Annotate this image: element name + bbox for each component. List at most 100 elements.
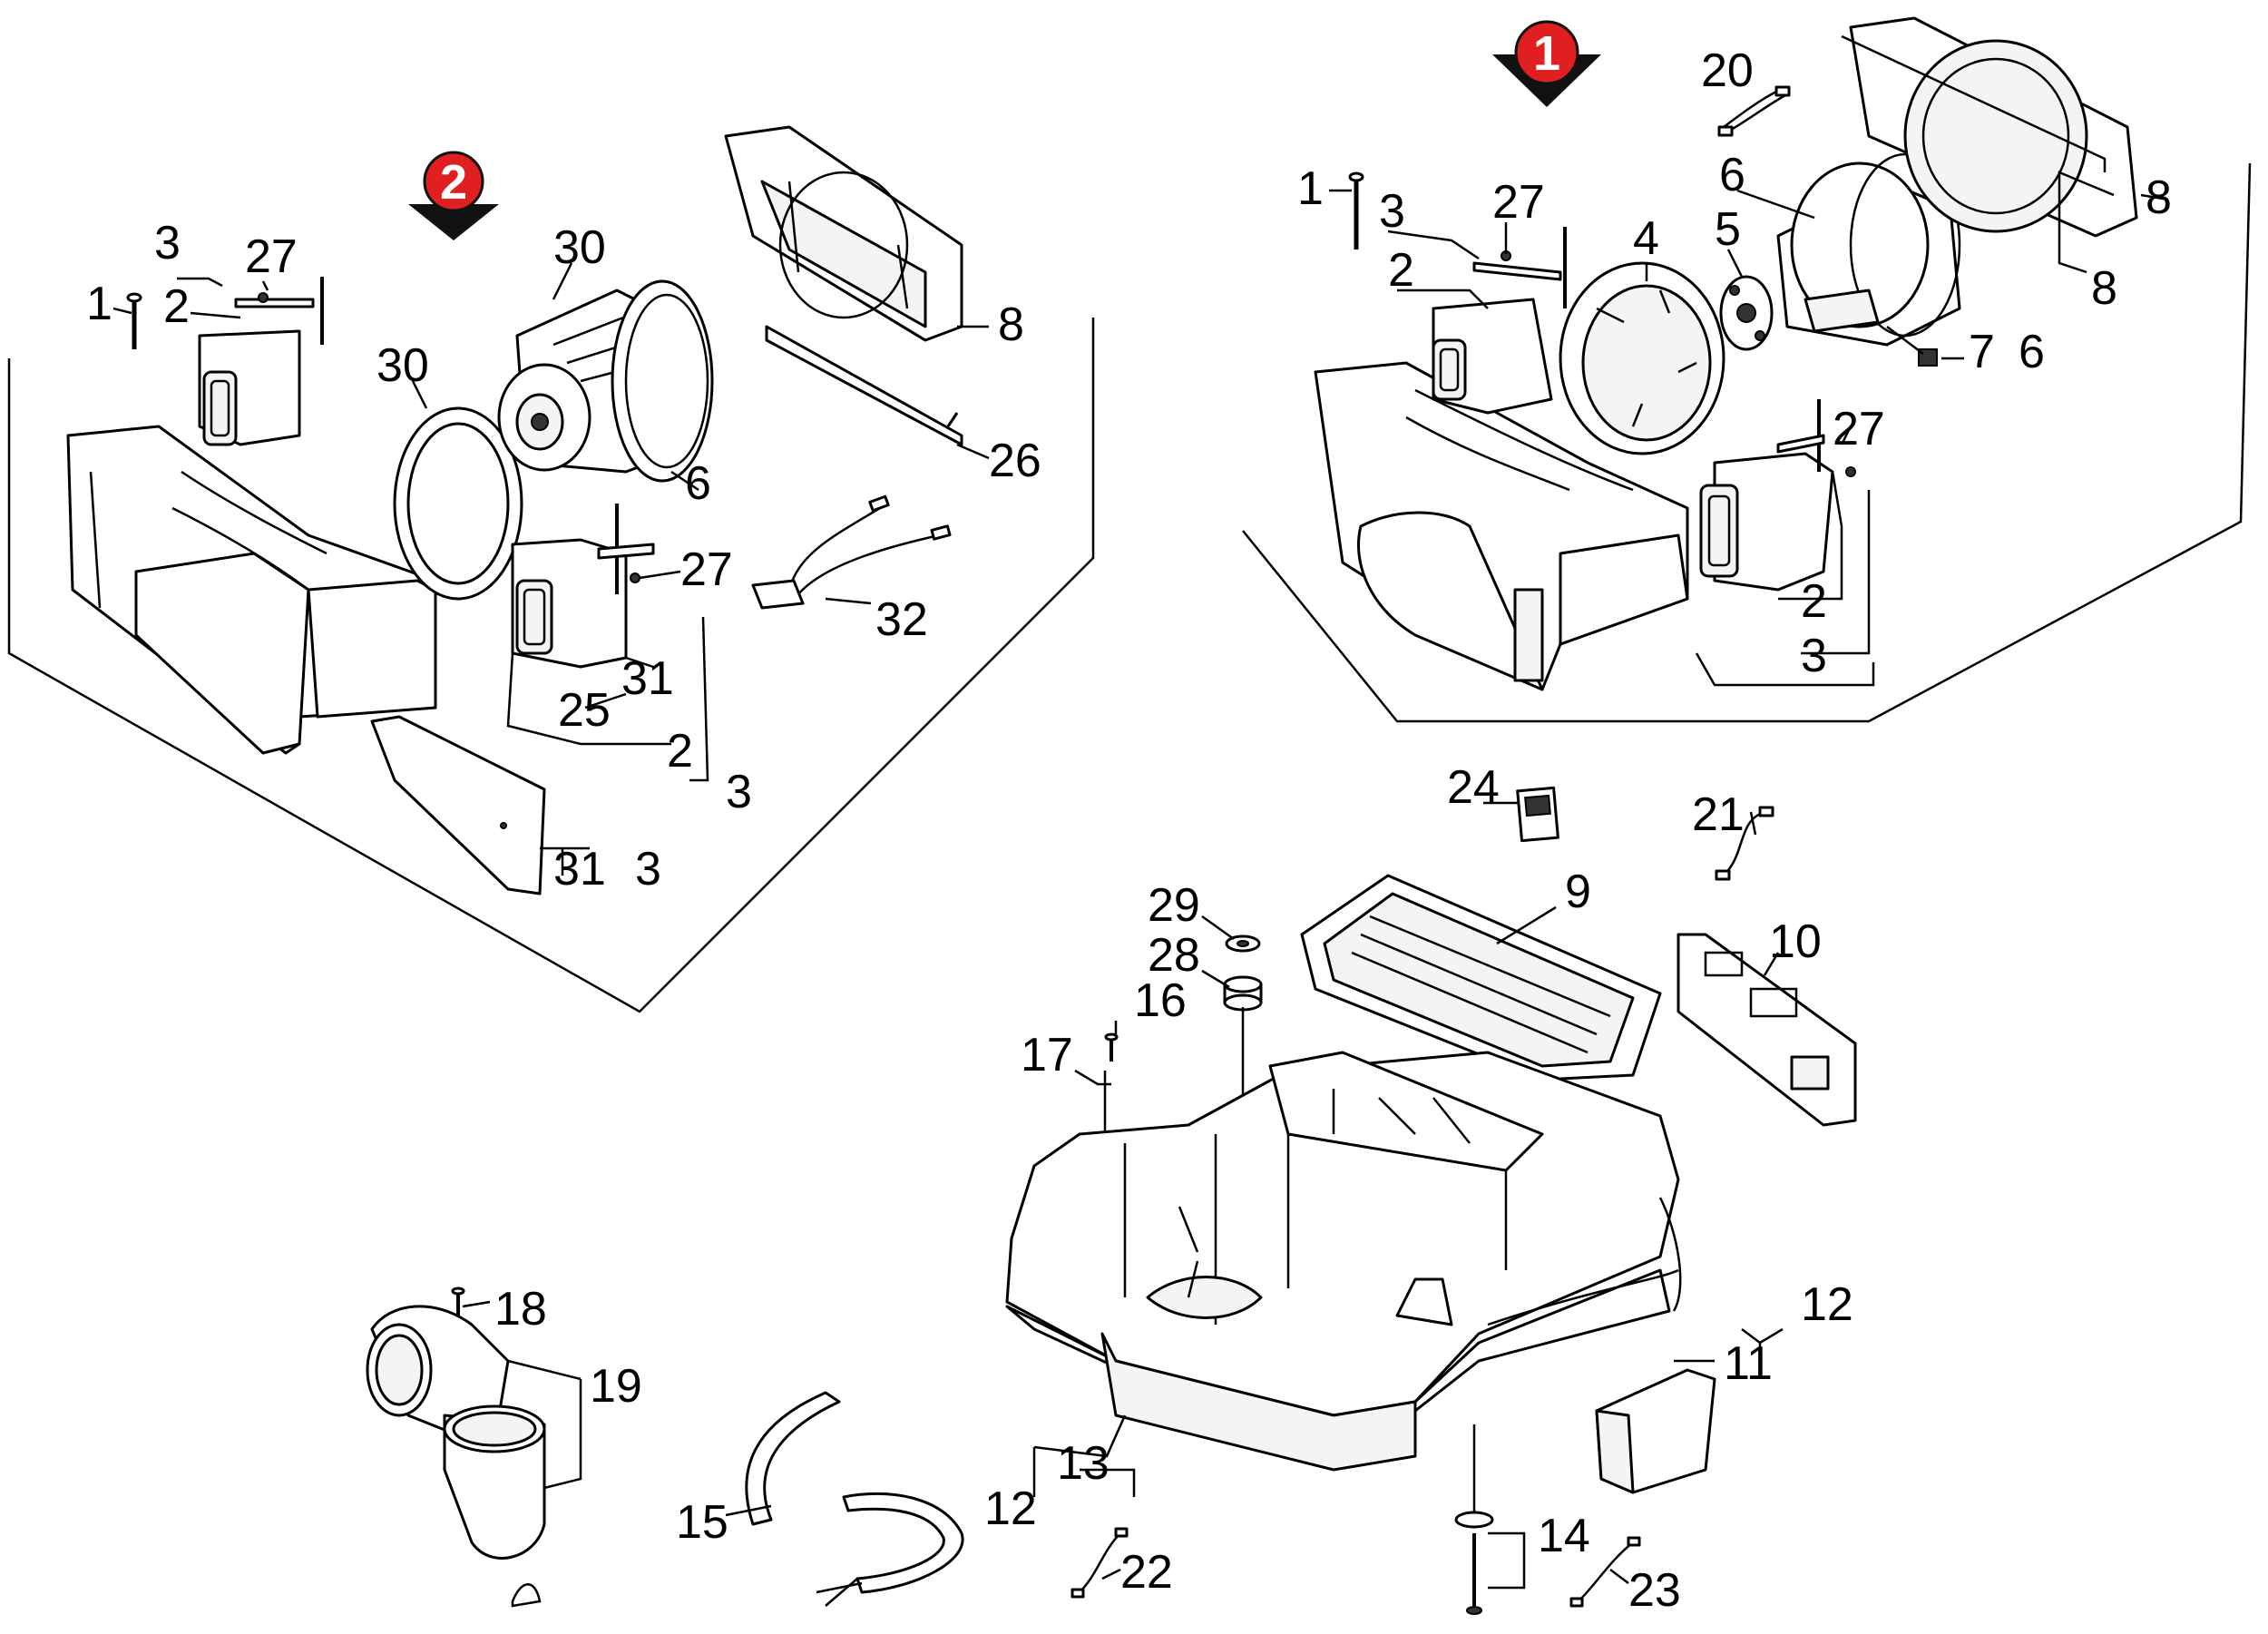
fan-cover-8-right <box>1841 16 2138 238</box>
hose-15 <box>745 1391 964 1607</box>
filter-9 <box>1300 874 1662 1081</box>
label-3: 3 <box>154 217 181 269</box>
cable-harness-32 <box>751 494 952 610</box>
group-1-frame <box>1242 162 2252 723</box>
badge-1-number: 1 <box>1533 26 1560 81</box>
label-32: 32 <box>875 593 928 646</box>
seal-2-right-lower <box>1699 399 1834 592</box>
label-19: 19 <box>590 1360 642 1413</box>
label-2-lower: 2 <box>667 725 693 778</box>
label-25: 25 <box>558 684 611 737</box>
label-14: 14 <box>1538 1510 1590 1562</box>
screw-27-right <box>1845 466 1856 477</box>
label-27: 27 <box>245 230 298 283</box>
screw-18 <box>451 1287 465 1316</box>
bushing-28 <box>1223 975 1263 1012</box>
label-3-lower: 3 <box>1801 630 1827 682</box>
labels-group-2: 1 3 2 27 30 30 6 8 26 27 32 31 25 2 3 31… <box>86 217 1041 895</box>
label-9: 9 <box>1565 866 1591 918</box>
latch-11 <box>1595 1368 1716 1494</box>
label-15: 15 <box>676 1496 728 1549</box>
labels-group-1: 20 1 3 27 6 8 4 5 2 8 7 6 27 2 3 <box>1297 44 2172 682</box>
leaders-base <box>462 801 1784 1590</box>
badge-2-marker: 2 <box>408 151 499 240</box>
leaders-group-2 <box>112 262 990 876</box>
label-5: 5 <box>1715 203 1741 256</box>
label-27-screw: 27 <box>680 543 733 596</box>
cable-22 <box>1070 1527 1129 1599</box>
filter-plate-31 <box>370 715 546 895</box>
label-2-lower: 2 <box>1801 575 1827 628</box>
bracket-27-right-upper <box>1472 227 1567 308</box>
labels-base: 24 21 9 29 10 28 16 17 18 19 12 11 15 13… <box>494 761 1853 1617</box>
label-22: 22 <box>1120 1546 1173 1599</box>
screw-16 <box>1104 1032 1119 1062</box>
label-26: 26 <box>989 435 1041 487</box>
label-27: 27 <box>1492 176 1545 229</box>
label-3-plate: 3 <box>635 843 661 895</box>
seal-31-left <box>511 504 655 669</box>
label-29: 29 <box>1148 879 1200 932</box>
label-8-lower: 8 <box>2091 262 2117 315</box>
cable-20 <box>1717 85 1791 137</box>
label-10: 10 <box>1769 915 1822 968</box>
label-17: 17 <box>1021 1029 1073 1081</box>
label-12-left: 12 <box>984 1482 1037 1535</box>
label-6: 6 <box>1719 149 1745 201</box>
label-8-top: 8 <box>2146 171 2172 224</box>
assembly-group-2: 2 <box>7 125 1095 1013</box>
circuit-board-10 <box>1677 933 1857 1127</box>
label-23: 23 <box>1628 1564 1681 1617</box>
hook-symbol-19 <box>511 1583 542 1608</box>
cable-21 <box>1715 806 1774 881</box>
sticker-24 <box>1516 786 1559 843</box>
seal-2-right-upper <box>1432 298 1553 415</box>
label-3-lower: 3 <box>726 766 752 818</box>
label-24: 24 <box>1447 761 1500 814</box>
label-6-bracket: 6 <box>2019 326 2045 378</box>
label-1: 1 <box>1297 162 1324 215</box>
inlet-elbow-19 <box>366 1305 546 1560</box>
bracket-27-left <box>234 277 324 345</box>
base-assembly: 24 21 9 29 10 28 16 17 18 19 12 11 15 13… <box>366 761 1857 1617</box>
label-7: 7 <box>1969 326 1995 378</box>
seal-2-left <box>198 329 301 446</box>
label-31-plate: 31 <box>553 843 606 895</box>
label-12-right: 12 <box>1801 1278 1853 1331</box>
label-31: 31 <box>621 652 674 705</box>
ring-4 <box>1559 261 1725 455</box>
fan-cover-8-left <box>724 125 963 342</box>
motor-6-right <box>1776 152 1961 347</box>
label-27-lower: 27 <box>1833 403 1885 455</box>
label-2: 2 <box>1388 244 1414 297</box>
label-16: 16 <box>1134 974 1187 1027</box>
label-4: 4 <box>1633 212 1659 265</box>
screw-1-left <box>126 292 142 349</box>
brush-plate-5 <box>1719 275 1774 351</box>
screw-27-left <box>630 572 640 583</box>
leaders-group-1 <box>1329 171 2169 687</box>
label-11: 11 <box>1724 1337 1773 1390</box>
badge-1-marker: 1 <box>1492 20 1601 107</box>
rod-26 <box>765 325 963 446</box>
label-28: 28 <box>1148 929 1200 982</box>
motor-housing-right <box>1314 361 1689 691</box>
label-6: 6 <box>685 457 711 510</box>
drain-plug-14 <box>1454 1424 1494 1615</box>
screw-1-right <box>1348 171 1364 250</box>
label-30-top: 30 <box>553 221 606 274</box>
label-21: 21 <box>1692 788 1745 841</box>
label-1: 1 <box>86 278 112 330</box>
motor-6-left <box>497 279 714 483</box>
label-8: 8 <box>998 298 1024 351</box>
group-2-frame <box>7 318 1095 1013</box>
label-3: 3 <box>1379 185 1405 238</box>
label-30-ring: 30 <box>376 339 429 392</box>
container-tub <box>1005 1051 1682 1472</box>
cable-23 <box>1569 1536 1641 1608</box>
label-20: 20 <box>1701 44 1754 97</box>
washer-29 <box>1225 934 1261 953</box>
motor-housing-left <box>66 425 437 755</box>
ring-30-left <box>393 406 523 601</box>
